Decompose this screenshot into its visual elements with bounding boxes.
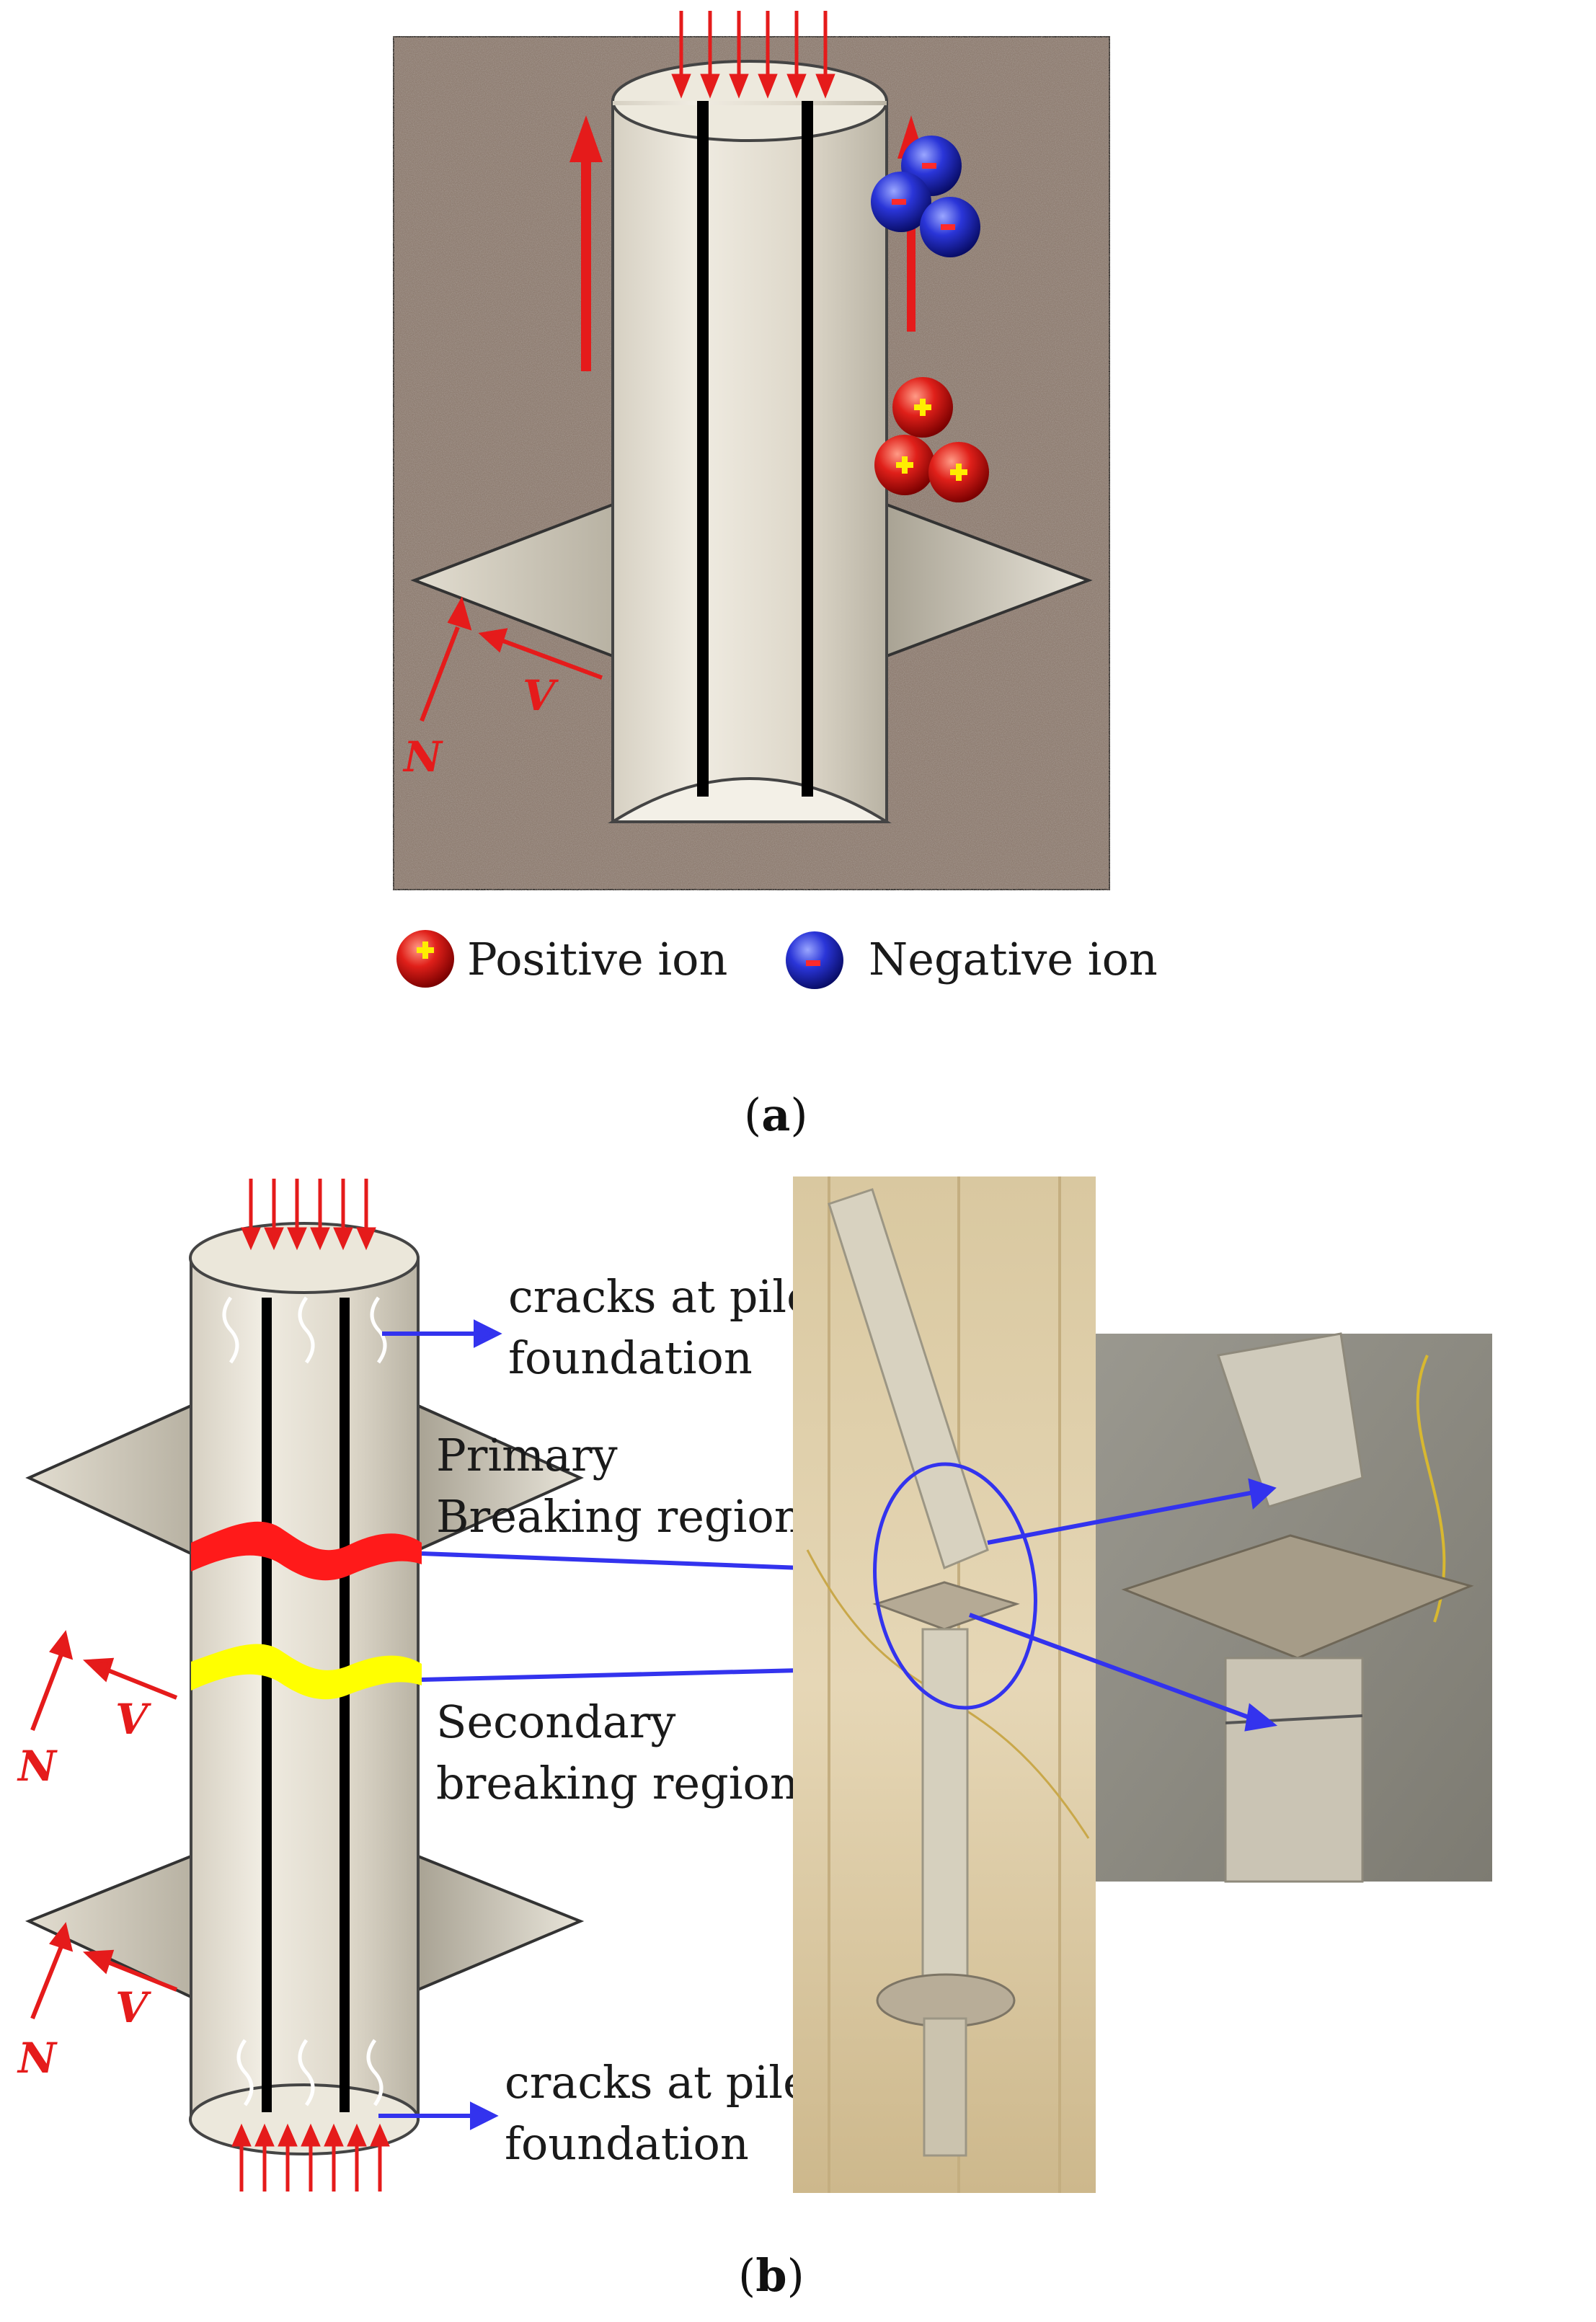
secondary-label-line2: breaking region <box>436 1757 799 1809</box>
friction-arrow-left <box>569 115 603 371</box>
wing-upper-left <box>25 1403 192 1556</box>
caption-a: (a) <box>744 1089 808 1141</box>
panel-a: N V Positive ion Negative ion (a) <box>391 11 1158 1141</box>
panel-b: N V N V cracks at pile foundation Primar… <box>17 1176 1492 2302</box>
pile-a <box>608 60 892 823</box>
crack-marks-top <box>222 1296 387 1364</box>
load-arrows-bottom-b <box>231 2123 390 2192</box>
legend-negative-label: Negative ion <box>869 933 1158 985</box>
force-label-n-lower: N <box>17 2034 58 2083</box>
wing-lower-left <box>25 1854 192 2000</box>
crack-marks-bottom <box>236 2039 384 2106</box>
legend: Positive ion Negative ion <box>396 930 1158 989</box>
force-label-v: V <box>523 671 559 720</box>
photo-full-pile <box>793 1176 1096 2193</box>
negative-ion <box>871 172 931 232</box>
force-arrows-a <box>420 596 603 722</box>
caption-b: (b) <box>738 2249 804 2302</box>
wing-lower-right <box>417 1854 585 1993</box>
photo-close-up <box>968 1332 1492 1883</box>
cracks-top-label-line1: cracks at pile <box>508 1270 813 1323</box>
pile-b <box>189 1222 422 2155</box>
force-label-v-upper: V <box>115 1695 151 1744</box>
positive-ion-cluster <box>874 377 989 502</box>
primary-breaking-region <box>191 1521 422 1581</box>
breaking-zone-highlight <box>873 1462 1037 1710</box>
load-arrows-top-a <box>671 11 835 99</box>
positive-ion <box>892 377 953 438</box>
force-arrows-b-upper <box>30 1630 178 1732</box>
cracks-bottom-label-line1: cracks at pile <box>505 2056 810 2109</box>
force-label-v-lower: V <box>115 1983 151 2032</box>
primary-label-line2: Breaking region <box>436 1490 803 1543</box>
secondary-breaking-region <box>191 1644 422 1700</box>
primary-label-line1: Primary <box>436 1429 618 1481</box>
cracks-top-label-line2: foundation <box>508 1331 753 1384</box>
positive-ion <box>928 442 989 502</box>
positive-ion <box>874 435 935 495</box>
force-label-n-upper: N <box>17 1742 58 1791</box>
force-label-n: N <box>402 732 443 781</box>
secondary-label-line1: Secondary <box>436 1696 675 1748</box>
cracks-bottom-label-line2: foundation <box>505 2117 749 2170</box>
negative-ion-cluster <box>871 136 980 257</box>
load-arrows-top-b <box>241 1179 376 1251</box>
force-arrows-b-lower <box>30 1922 178 2020</box>
negative-ion <box>920 197 980 257</box>
legend-positive-label: Positive ion <box>467 933 727 985</box>
